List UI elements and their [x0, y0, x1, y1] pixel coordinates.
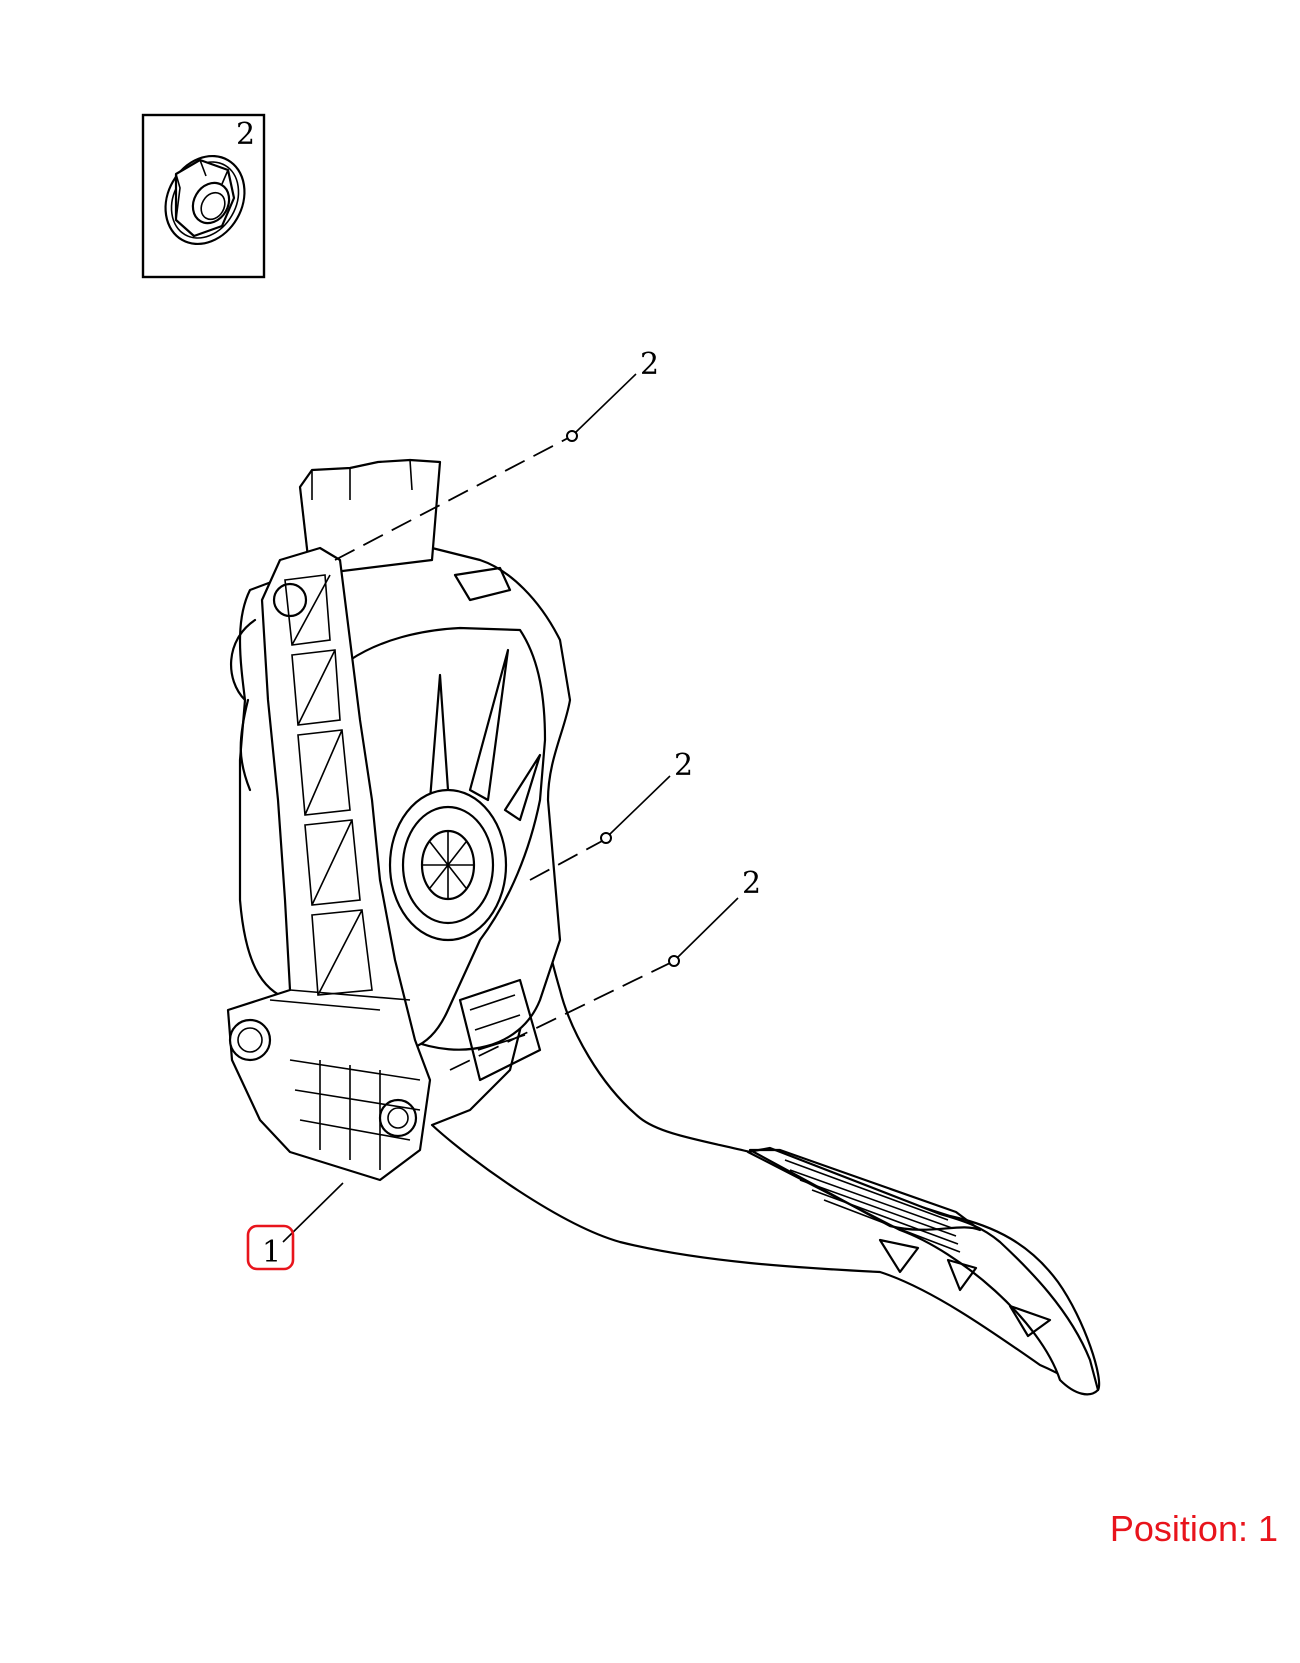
pedal-arm	[430, 868, 1101, 1393]
callout-nut-lower: 2	[742, 866, 761, 901]
callout-nut-top: 2	[640, 347, 659, 382]
mounting-bracket	[226, 546, 432, 1182]
leader-line-nut-top	[334, 373, 637, 561]
flange-nut-icon	[164, 154, 246, 246]
callout-highlight-box	[246, 1224, 295, 1271]
accelerator-pedal-assembly	[226, 458, 1101, 1396]
legend-box: 2	[141, 113, 266, 279]
leader-line-nut-lower	[449, 897, 739, 1071]
pedal-pad	[746, 1146, 1100, 1396]
callout-nut-middle: 2	[674, 748, 693, 783]
callout-pedal-assembly: 1	[262, 1235, 281, 1270]
leader-line-nut-middle	[529, 775, 671, 881]
legend-callout-number: 2	[236, 117, 255, 152]
position-label: Position: 1	[1109, 1508, 1278, 1549]
pivot-hub	[388, 788, 508, 942]
